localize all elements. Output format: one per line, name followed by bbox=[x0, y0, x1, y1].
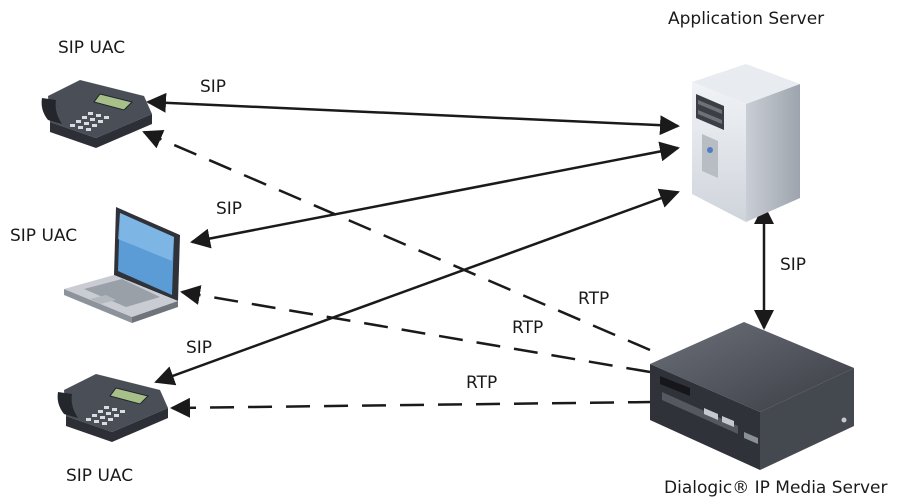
rtp-link-laptop bbox=[180, 285, 651, 374]
tower-server-icon bbox=[692, 64, 800, 222]
sip-label-phone-top: SIP bbox=[200, 77, 226, 97]
media-server-label: Dialogic® IP Media Server bbox=[664, 478, 888, 498]
sip-label-app-media: SIP bbox=[780, 255, 806, 275]
rack-server-icon bbox=[650, 322, 854, 470]
app-server-label: Application Server bbox=[668, 9, 824, 29]
phone-bottom-label: SIP UAC bbox=[66, 466, 133, 486]
desk-phone-icon bbox=[57, 374, 168, 442]
rtp-link-phone-bottom bbox=[170, 397, 653, 418]
sip-label-laptop: SIP bbox=[216, 199, 242, 219]
rtp-label-phone-bottom: RTP bbox=[466, 373, 497, 393]
laptop-label: SIP UAC bbox=[10, 226, 77, 246]
phone-top-label: SIP UAC bbox=[58, 38, 125, 58]
rtp-label-laptop: RTP bbox=[512, 318, 543, 338]
sip-label-phone-bottom: SIP bbox=[186, 338, 212, 358]
rtp-label-phone-top: RTP bbox=[578, 289, 609, 309]
sip-link-phone-top bbox=[146, 92, 680, 136]
sip-link-phone-bottom bbox=[154, 188, 680, 386]
rtp-link-phone-top bbox=[142, 129, 651, 352]
sip-link-laptop bbox=[190, 141, 680, 249]
desk-phone-icon bbox=[41, 80, 152, 148]
laptop-icon bbox=[64, 207, 180, 323]
